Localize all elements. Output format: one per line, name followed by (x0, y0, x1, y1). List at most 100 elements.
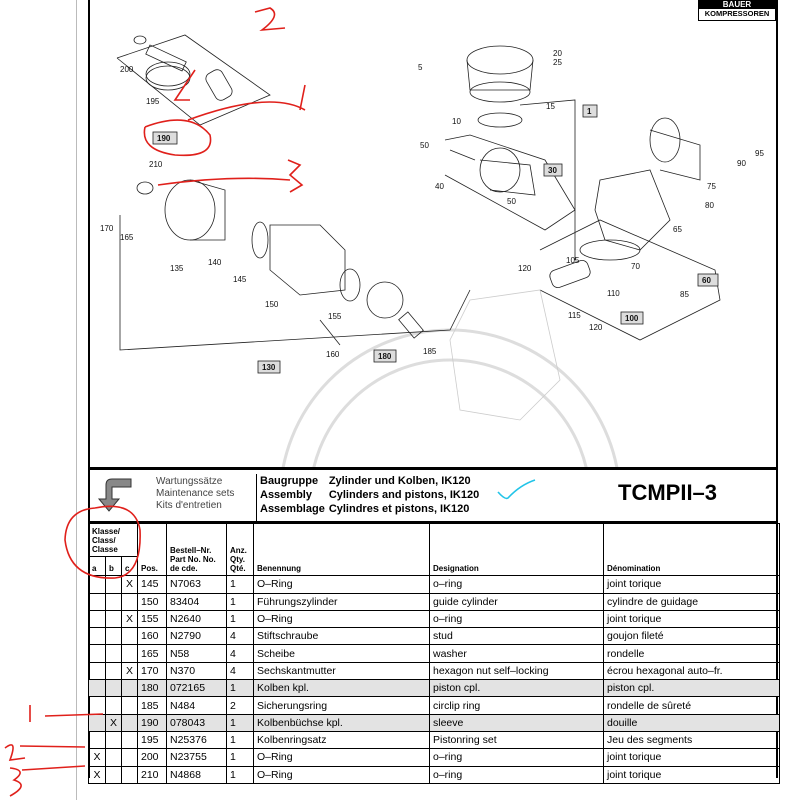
cell-a (88, 609, 106, 629)
frame-left (88, 0, 90, 778)
callout-65: 65 (673, 225, 682, 234)
cell-part: N7063 (166, 575, 227, 594)
cell-c (121, 730, 138, 750)
cell-fr: rondelle (603, 644, 780, 663)
callout-1: 1 (587, 107, 592, 116)
cell-b (105, 679, 122, 698)
callout-210: 210 (149, 160, 163, 169)
cell-a (88, 730, 106, 750)
cell-en: washer (429, 644, 604, 663)
cell-pos: 170 (137, 661, 167, 681)
cell-en: stud (429, 627, 604, 646)
logo-brand: BAUER (699, 1, 775, 9)
benennung-header: Benennung (253, 522, 430, 577)
assembly-value-en: Cylinders and pistons, IK120 (328, 489, 480, 501)
cell-fr: goujon fileté (603, 627, 780, 646)
cell-fr: joint torique (603, 765, 780, 784)
qty-header: Anz. Qty. Qté. (226, 522, 254, 577)
callout-80: 80 (705, 201, 714, 210)
cell-de: O–Ring (253, 575, 430, 594)
callout-135: 135 (170, 264, 184, 273)
cell-a (88, 713, 106, 732)
cell-b (105, 765, 122, 784)
cell-b (105, 661, 122, 681)
cell-pos: 145 (137, 575, 167, 594)
cell-pos: 155 (137, 609, 167, 629)
cell-pos: 210 (137, 765, 167, 784)
cell-fr: joint torique (603, 575, 780, 594)
cell-part: N23755 (166, 748, 227, 767)
callout-60: 60 (702, 276, 711, 285)
parts-table: Klasse/ Class/ Classe Pos. Bestell–Nr. P… (88, 522, 780, 784)
cell-pos: 200 (137, 748, 167, 767)
callout-30: 30 (548, 166, 557, 175)
callout-15: 15 (546, 102, 555, 111)
assembly-label-en: Assembly (260, 489, 312, 501)
annotation-3-row (9, 765, 86, 797)
callout-130: 130 (262, 363, 276, 372)
callout-155: 155 (328, 312, 342, 321)
cell-de: O–Ring (253, 765, 430, 784)
cell-fr: écrou hexagonal auto–fr. (603, 661, 780, 681)
cell-fr: piston cpl. (603, 679, 780, 698)
cylinder-assembly-drawing (444, 45, 721, 421)
cell-qty: 1 (226, 575, 254, 594)
assembly-value-fr: Cylindres et pistons, IK120 (328, 503, 470, 515)
denomination-header: Dénomination (603, 522, 780, 577)
cell-c: X (121, 609, 138, 629)
cell-qty: 1 (226, 592, 254, 611)
cell-part: N484 (166, 696, 227, 715)
callout-95: 95 (755, 149, 764, 158)
cell-b (105, 609, 122, 629)
cell-pos: 160 (137, 627, 167, 646)
cell-a: X (88, 765, 106, 784)
callout-195: 195 (146, 97, 160, 106)
cell-a (88, 696, 106, 715)
cell-fr: rondelle de sûreté (603, 696, 780, 715)
cell-en: o–ring (429, 748, 604, 767)
cell-pos: 195 (137, 730, 167, 750)
class-c-header: c (121, 555, 138, 577)
cell-en: o–ring (429, 575, 604, 594)
cell-de: Kolbenringsatz (253, 730, 430, 750)
callout-75: 75 (707, 182, 716, 191)
cell-c (121, 696, 138, 715)
callout-160: 160 (326, 350, 340, 359)
cell-de: Stiftschraube (253, 627, 430, 646)
callout-40: 40 (435, 182, 444, 191)
cell-b (105, 730, 122, 750)
callout-50a: 50 (420, 141, 429, 150)
cell-pos: 165 (137, 644, 167, 663)
cell-c: X (121, 575, 138, 594)
cell-en: guide cylinder (429, 592, 604, 611)
annotation-2-row (4, 744, 86, 761)
callout-140: 140 (208, 258, 222, 267)
cell-pos: 150 (137, 592, 167, 611)
cell-b (105, 644, 122, 663)
cell-en: Pistonring set (429, 730, 604, 750)
cell-de: Führungszylinder (253, 592, 430, 611)
cell-pos: 180 (137, 679, 167, 698)
callout-110: 110 (607, 289, 620, 298)
cell-c (121, 592, 138, 611)
callout-90: 90 (737, 159, 746, 168)
cell-b (105, 627, 122, 646)
cell-part: 072165 (166, 679, 227, 698)
cell-fr: joint torique (603, 609, 780, 629)
cell-a (88, 661, 106, 681)
cell-de: Kolben kpl. (253, 679, 430, 698)
cell-pos: 190 (137, 713, 167, 732)
maintenance-fr: Kits d'entretien (156, 500, 222, 511)
callout-10: 10 (452, 117, 461, 126)
parts-list-header: Wartungssätze Maintenance sets Kits d'en… (88, 467, 778, 523)
frame-right (776, 0, 778, 778)
cell-c (121, 627, 138, 646)
cell-c (121, 679, 138, 698)
logo-sub: KOMPRESSOREN (704, 9, 770, 18)
